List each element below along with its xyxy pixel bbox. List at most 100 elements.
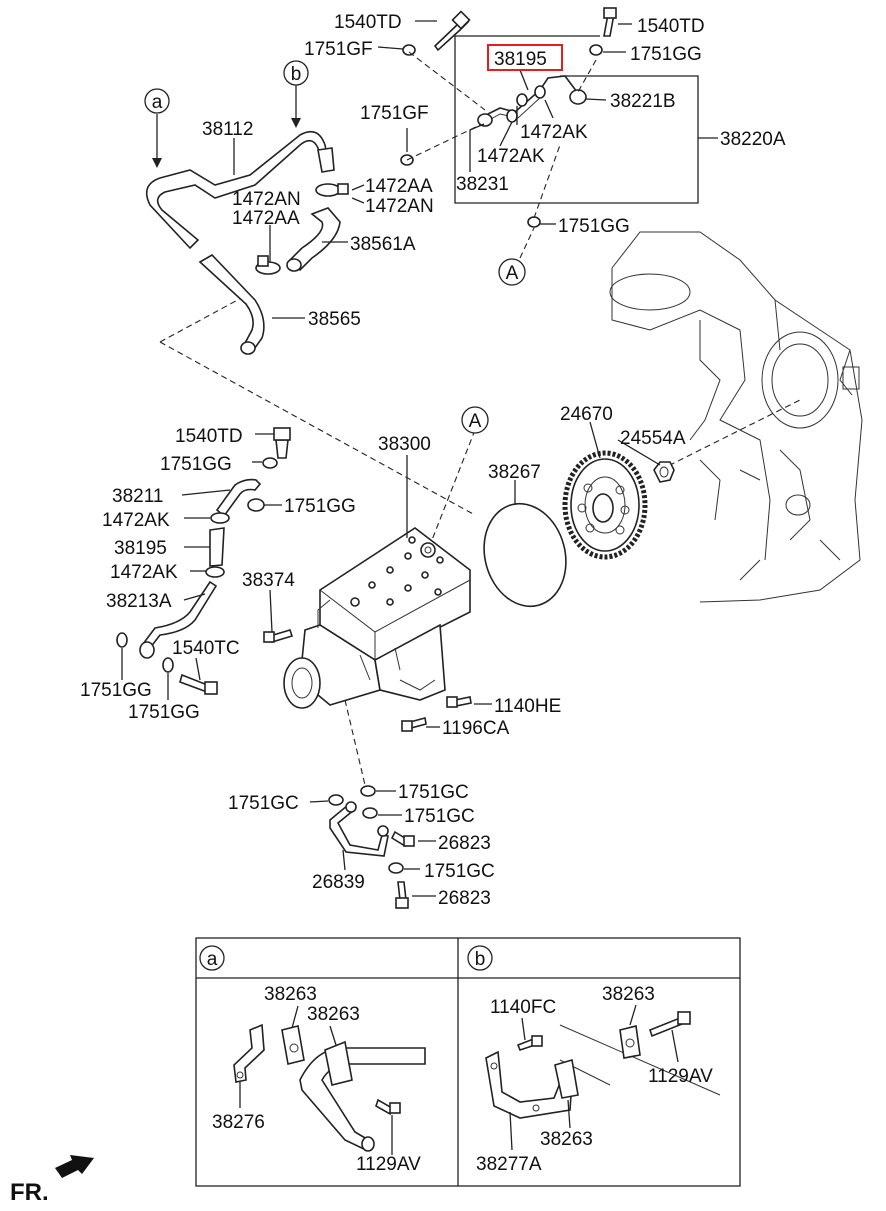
washer-icon [402, 44, 416, 56]
washer-icon [116, 632, 128, 648]
bolt-icon [263, 629, 294, 643]
label-1751GC: 1751GC [398, 782, 469, 803]
label-1751GC: 1751GC [228, 793, 299, 814]
label-38277A: 38277A [476, 1154, 542, 1175]
leader-lines [121, 421, 661, 897]
gasket-38267 [483, 502, 567, 608]
label-26839: 26839 [312, 872, 365, 893]
oil-pipe-38231 [477, 75, 587, 127]
label-24670: 24670 [560, 404, 613, 425]
label-1751GC: 1751GC [404, 806, 475, 827]
front-indicator: FR. [10, 1155, 94, 1206]
washer-icon [527, 216, 541, 228]
fitting-icon [139, 641, 155, 659]
label-1751GF: 1751GF [304, 39, 373, 60]
washer-icon [589, 44, 603, 56]
label-38220A: 38220A [720, 129, 786, 150]
bolt-icon [603, 7, 617, 37]
bolt-icon [273, 427, 291, 459]
washer-icon [262, 457, 278, 469]
label-26823: 26823 [438, 833, 491, 854]
gear-24670 [562, 450, 648, 560]
washer-icon [328, 794, 344, 806]
leader-lines [377, 20, 632, 225]
washer-icon [360, 785, 376, 797]
label-24554A: 24554A [620, 428, 686, 449]
label-1751GG: 1751GG [284, 496, 356, 517]
label-1540TD: 1540TD [637, 16, 705, 37]
label-38267: 38267 [488, 462, 541, 483]
hose-38195 [209, 527, 225, 567]
svg-text:FR.: FR. [10, 1179, 49, 1206]
label-38213A: 38213A [106, 591, 172, 612]
detail-a-tag: a [199, 945, 225, 971]
label-38374: 38374 [242, 570, 295, 591]
label-1540TC: 1540TC [172, 638, 240, 659]
guide-lines [159, 51, 801, 786]
label-38561A: 38561A [350, 234, 416, 255]
leader-lines [233, 138, 365, 319]
label-38300: 38300 [378, 434, 431, 455]
label-1140FC: 1140FC [490, 997, 556, 1018]
label-1472AK: 1472AK [520, 122, 588, 143]
svg-text:A: A [469, 411, 482, 432]
label-1540TD: 1540TD [334, 12, 402, 33]
clamp-icon [255, 255, 281, 275]
label-1751GG: 1751GG [558, 216, 630, 237]
label-1472AN: 1472AN [232, 189, 301, 210]
hose-38565 [198, 253, 265, 355]
engine-block [609, 231, 863, 603]
bolt-icon [390, 830, 415, 848]
label-1540TD: 1540TD [175, 426, 243, 447]
svg-text:A: A [506, 263, 519, 284]
label-38263: 38263 [540, 1129, 593, 1150]
label-38263: 38263 [307, 1004, 360, 1025]
label-1196CA: 1196CA [442, 718, 510, 739]
label-38263: 38263 [602, 984, 655, 1005]
air-compressor-38300 [283, 527, 471, 709]
label-1751GC: 1751GC [424, 861, 495, 882]
label-1472AN: 1472AN [365, 196, 434, 217]
bolt-icon [395, 881, 409, 909]
label-1140HE: 1140HE [494, 696, 561, 717]
detail-b-drawing [485, 1004, 721, 1151]
part-labels: 1540TD 1751GF 38195 1540TD 1751GG 38221B… [80, 12, 786, 909]
nut-icon [653, 461, 675, 483]
label-1472AA: 1472AA [232, 208, 300, 229]
label-1751GF: 1751GF [360, 103, 429, 124]
label-1129AV: 1129AV [356, 1154, 421, 1175]
highlight-box [487, 44, 563, 71]
detail-table: a b 38263 38263 38276 1129AV [195, 937, 741, 1187]
label-1472AK: 1472AK [102, 510, 170, 531]
washer-icon [162, 657, 174, 673]
label-1472AK: 1472AK [110, 562, 178, 583]
label-38195-highlighted: 38195 [494, 49, 547, 70]
bolt-icon [433, 10, 471, 52]
label-38211: 38211 [112, 486, 163, 507]
label-38195: 38195 [114, 538, 167, 559]
label-1751GG: 1751GG [80, 680, 152, 701]
bolt-icon [401, 717, 427, 732]
assembly-box-38220A [454, 35, 718, 204]
callout-a: a [144, 88, 170, 114]
label-38231: 38231 [456, 174, 509, 195]
svg-text:b: b [475, 949, 486, 970]
detail-a-drawing [233, 1005, 426, 1155]
clamp-icon [210, 512, 230, 524]
washer-icon [388, 862, 404, 874]
bolt-icon [179, 673, 218, 695]
callout-A-top: A [498, 258, 526, 286]
hose-38112 [145, 130, 335, 250]
clamp-icon [315, 183, 349, 197]
pipe-38211 [215, 478, 262, 518]
washer-icon [362, 807, 378, 819]
bolt-icon [446, 696, 472, 708]
detail-b-tag: b [467, 945, 493, 971]
svg-text:b: b [291, 64, 302, 85]
label-1751GG: 1751GG [630, 44, 702, 65]
label-38263: 38263 [264, 984, 317, 1005]
washer-icon [247, 498, 265, 512]
clamp-icon [205, 566, 225, 578]
label-1751GG: 1751GG [160, 454, 232, 475]
label-38112: 38112 [202, 119, 253, 140]
